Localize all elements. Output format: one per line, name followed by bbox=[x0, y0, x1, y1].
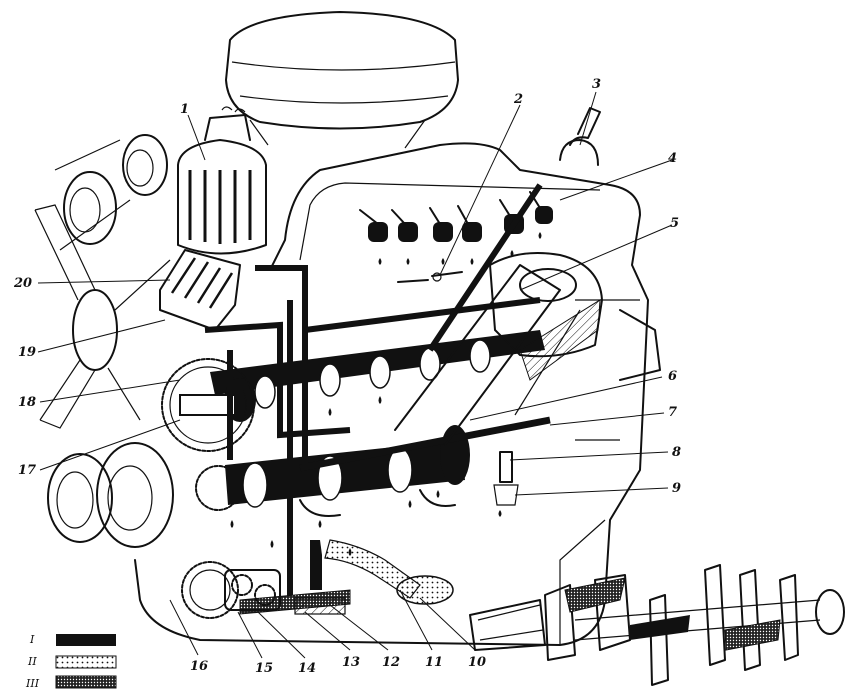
callout-14: 14 bbox=[298, 661, 316, 676]
callout-8: 8 bbox=[672, 445, 681, 460]
oil-filter bbox=[177, 106, 267, 255]
timing-gears bbox=[161, 358, 255, 619]
crankshaft bbox=[225, 425, 470, 517]
piston-assembly bbox=[394, 252, 603, 446]
fine-filter bbox=[159, 249, 241, 331]
oil-pump bbox=[224, 569, 346, 615]
camshaft bbox=[179, 330, 545, 422]
relief-valve bbox=[493, 451, 519, 517]
legend-label-3: III bbox=[25, 677, 40, 690]
callout-19: 19 bbox=[18, 345, 36, 360]
legend-swatch-light-dots bbox=[55, 655, 117, 669]
legend: I II III bbox=[25, 633, 117, 690]
pulleys bbox=[47, 134, 174, 548]
leader-lines bbox=[37, 91, 673, 659]
callout-12: 12 bbox=[382, 655, 400, 670]
callout-20: 20 bbox=[13, 276, 32, 291]
callout-9: 9 bbox=[672, 481, 681, 496]
callout-7: 7 bbox=[668, 405, 677, 420]
breather bbox=[559, 107, 601, 166]
main-oil-gallery bbox=[299, 416, 551, 472]
legend-label-1: I bbox=[29, 633, 35, 646]
callout-6: 6 bbox=[668, 369, 677, 384]
legend-swatch-dense-dots bbox=[55, 675, 117, 689]
callout-10: 10 bbox=[468, 655, 486, 670]
callout-5: 5 bbox=[670, 216, 679, 231]
fan bbox=[34, 204, 171, 429]
callout-3: 3 bbox=[592, 77, 601, 92]
callout-1: 1 bbox=[180, 102, 189, 117]
callout-17: 17 bbox=[18, 463, 36, 478]
callout-15: 15 bbox=[255, 661, 273, 676]
crankshaft-inset bbox=[469, 564, 845, 686]
legend-swatch-solid bbox=[56, 634, 116, 646]
air-cleaner bbox=[225, 11, 459, 149]
callout-13: 13 bbox=[342, 655, 360, 670]
engine-block bbox=[134, 142, 661, 646]
callout-11: 11 bbox=[425, 655, 443, 670]
legend-label-2: II bbox=[27, 655, 37, 668]
callout-labels: 1 2 3 4 5 6 7 8 9 10 11 12 13 14 15 16 1… bbox=[13, 77, 681, 676]
callout-2: 2 bbox=[513, 92, 523, 107]
callout-4: 4 bbox=[668, 151, 677, 166]
callout-16: 16 bbox=[190, 659, 208, 674]
callout-18: 18 bbox=[18, 395, 36, 410]
